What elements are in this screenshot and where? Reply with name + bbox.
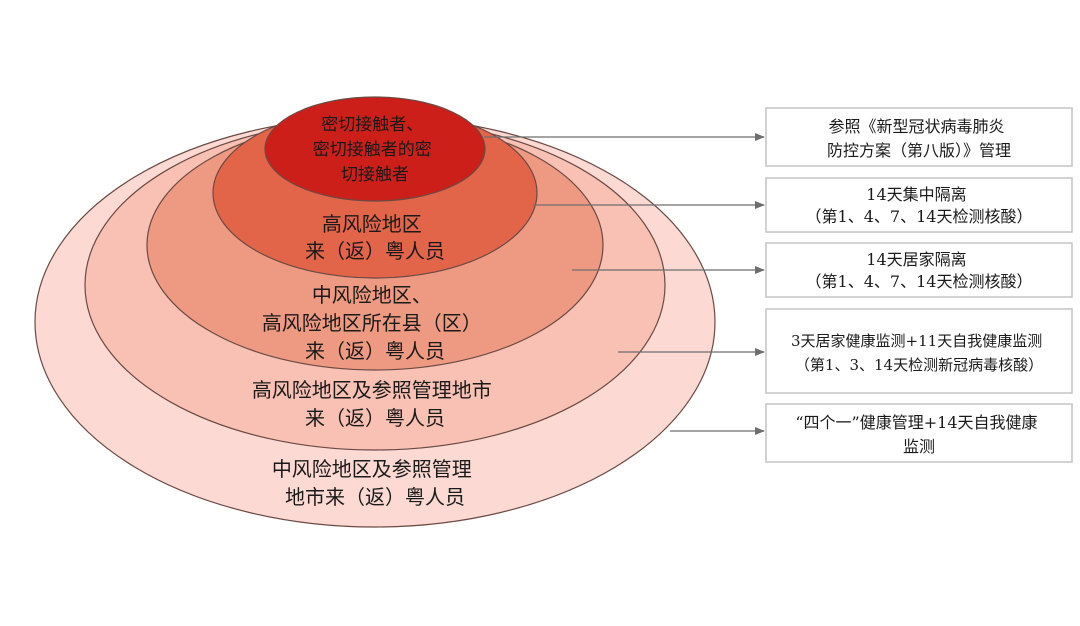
measure-box-frame: [765, 403, 1073, 463]
layer-5-label-line: 切接触者: [341, 165, 409, 185]
measure-line: 14天集中隔离: [866, 185, 966, 204]
measure-box-layer-5: 参照《新型冠状病毒肺炎 防控方案（第八版）》管理: [765, 107, 1073, 167]
measure-boxes: 参照《新型冠状病毒肺炎 防控方案（第八版）》管理 14天集中隔离 （第1、4、7…: [765, 107, 1073, 463]
measure-box-layer-3: 14天居家隔离 （第1、4、7、14天检测核酸）: [765, 242, 1073, 298]
layer-3-label-line: 中风险地区、: [312, 283, 432, 307]
layer-2-label: 高风险地区及参照管理地市 来（返）粤人员: [252, 378, 498, 430]
measure-line: 14天居家隔离: [866, 250, 966, 269]
layer-3-label-line: 高风险地区所在县（区）: [262, 311, 482, 335]
layer-1-label: 中风险地区及参照管理 地市来（返）粤人员: [272, 457, 478, 509]
ring-group: [34, 96, 716, 528]
ring-layer-5: [264, 96, 486, 202]
ring-labels: 密切接触者、 密切接触者的密 切接触者 高风险地区 来（返）粤人员 中风险地区、…: [252, 115, 498, 509]
layer-4-label: 高风险地区 来（返）粤人员: [305, 212, 445, 263]
measure-box-text: “四个一”健康管理+14天自我健康 监测: [795, 413, 1042, 456]
measure-line: （第1、4、7、14天检测核酸）: [806, 207, 1033, 226]
layer-3-label: 中风险地区、 高风险地区所在县（区） 来（返）粤人员: [262, 283, 488, 363]
measure-line: （第1、4、7、14天检测核酸）: [806, 272, 1033, 291]
layer-4-label-line: 高风险地区: [322, 212, 422, 236]
measure-box-frame: [765, 177, 1073, 233]
layer-4-label-line: 来（返）粤人员: [305, 239, 445, 263]
layer-1-label-line: 地市来（返）粤人员: [285, 485, 465, 509]
layer-5-label-line: 密切接触者的密: [313, 140, 432, 160]
measure-box-text: 14天居家隔离 （第1、4、7、14天检测核酸）: [806, 250, 1033, 291]
measure-box-frame: [765, 308, 1073, 394]
measure-box-text: 3天居家健康监测+11天自我健康监测 （第1、3、14天检测新冠病毒核酸）: [791, 332, 1047, 374]
layer-1-label-line: 中风险地区及参照管理: [272, 457, 472, 481]
measure-box-frame: [765, 242, 1073, 298]
measure-line: 监测: [903, 437, 935, 456]
connector-arrows: [484, 133, 765, 435]
measure-box-frame: [765, 107, 1073, 167]
layer-2-label-line: 来（返）粤人员: [305, 406, 445, 430]
layer-3-label-line: 来（返）粤人员: [305, 339, 445, 363]
layer-2-label-line: 高风险地区及参照管理地市: [252, 378, 492, 402]
measure-box-text: 14天集中隔离 （第1、4、7、14天检测核酸）: [806, 185, 1033, 226]
measure-box-text: 参照《新型冠状病毒肺炎 防控方案（第八版）》管理: [827, 117, 1011, 160]
layer-5-label: 密切接触者、 密切接触者的密 切接触者: [313, 115, 437, 185]
measure-box-layer-1: “四个一”健康管理+14天自我健康 监测: [765, 403, 1073, 463]
measure-line: 防控方案（第八版）》管理: [827, 141, 1011, 160]
measure-line: “四个一”健康管理+14天自我健康: [795, 413, 1037, 432]
measure-line: 参照《新型冠状病毒肺炎: [828, 117, 1004, 136]
measure-line: （第1、3、14天检测新冠病毒核酸）: [795, 356, 1043, 374]
layer-5-label-line: 密切接触者、: [321, 115, 423, 135]
measure-box-layer-2: 3天居家健康监测+11天自我健康监测 （第1、3、14天检测新冠病毒核酸）: [765, 308, 1073, 394]
measure-box-layer-4: 14天集中隔离 （第1、4、7、14天检测核酸）: [765, 177, 1073, 233]
measure-line: 3天居家健康监测+11天自我健康监测: [791, 332, 1042, 350]
